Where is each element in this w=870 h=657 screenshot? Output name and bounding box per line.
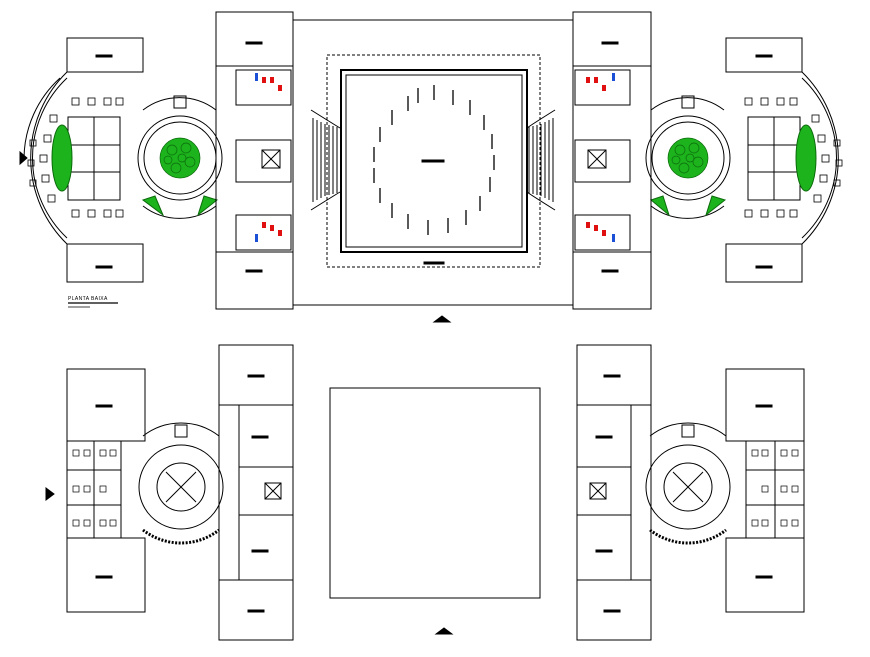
courtyard-dashed-border [326,54,541,268]
right-tower-restroom-bottom [574,214,631,251]
courtyard-right-stair [526,109,556,211]
left-tower-bottom-label [245,269,263,273]
right-tower-fixtures [586,73,615,242]
right-lobby-tree-cluster [667,137,709,179]
left-wing-top-room [66,37,144,73]
right-tower-stair [574,139,631,183]
right-tower-top-label [601,41,619,45]
lower-left-wing-bottom-room [66,537,146,613]
ground-floor-title: PLANTA BAIXA [68,296,108,302]
courtyard-radial-marks [373,85,495,235]
lower-right-tower-stair [576,466,632,516]
lower-right-tower-corridor [576,404,652,581]
lower-right-tower-bottom-room [576,579,652,641]
lower-right-lobby-column [681,424,695,438]
lower-right-lobby-ring [645,444,731,530]
right-tower-bottom-label [601,269,619,273]
left-tower-restroom-bottom [235,214,292,251]
courtyard-outer-wall [340,69,528,253]
right-wing-outer-arc [801,71,839,245]
right-tower-top-room [572,11,652,67]
lower-right-wing-bottom-room [725,537,805,613]
left-wing-seating [27,97,124,218]
left-wing-top-room-label [95,54,113,58]
left-wing-bottom-room-label [95,265,113,269]
left-wing-inner-arc [32,77,68,239]
right-lobby-garden-sw [649,195,670,217]
right-lobby-inner-ring [651,121,725,195]
left-restroom-tree [51,124,73,192]
right-tower-corridor [572,65,652,253]
lower-left-tower-corridor [218,404,294,581]
right-wing-top-room-label [755,54,773,58]
right-wing-seating [744,97,843,218]
right-lobby-garden-se [705,195,727,217]
left-wing-arc-step [23,77,61,159]
left-entrance-marker [19,150,28,166]
lower-central-void [329,387,541,599]
right-wing-bottom-room-label [755,265,773,269]
left-tower-corridor [215,65,294,253]
left-wing-outer-arc [30,71,68,245]
right-wing-top-room [725,37,803,73]
lower-right-lobby-inner [663,462,713,512]
left-tower-restroom-top [235,69,292,106]
left-lobby-outer-ring [137,115,223,201]
right-lobby-column [681,95,695,109]
right-wing-bottom-room [725,243,803,283]
left-wing-bottom-room [66,243,144,283]
lower-left-lobby-ring [138,444,224,530]
right-tower-bottom-room [572,251,652,310]
right-lobby-outer-ring [645,115,731,201]
right-tower-restroom-top [574,69,631,106]
courtyard-bottom-mark [423,261,445,265]
lower-left-entrance-marker [45,487,55,501]
lower-right-tower-room-b [576,514,632,581]
lower-left-tower-stair [238,466,294,516]
lower-left-lobby-inner [156,462,206,512]
north-arrow-lower [434,627,454,635]
left-tower-bottom-room [215,251,294,310]
lower-left-tower-room-b [238,514,294,581]
left-tower-top-room [215,11,294,67]
left-tower-stair [235,139,292,183]
right-restroom-tree [795,124,817,192]
left-lobby-tree-cluster [159,137,201,179]
right-wing-inner-arc [801,77,837,239]
lower-left-restroom-stalls [72,449,117,527]
courtyard-center-label-mark [421,159,445,163]
left-lobby-column [173,95,187,109]
courtyard-left-stair [310,109,341,211]
north-arrow-upper [432,315,452,323]
lower-floor-plan [45,344,805,641]
left-lobby-garden-se [197,195,219,217]
courtyard-inner-wall [345,74,523,248]
left-tower-top-label [245,41,263,45]
lower-right-restroom-stalls [751,449,799,527]
lower-left-tower-bottom-room [218,579,294,641]
upper-floor-plan: PLANTA BAIXA [19,11,843,323]
left-tower-fixtures [255,73,282,242]
lower-left-lobby-column [174,424,188,438]
left-lobby-garden-sw [141,195,165,217]
